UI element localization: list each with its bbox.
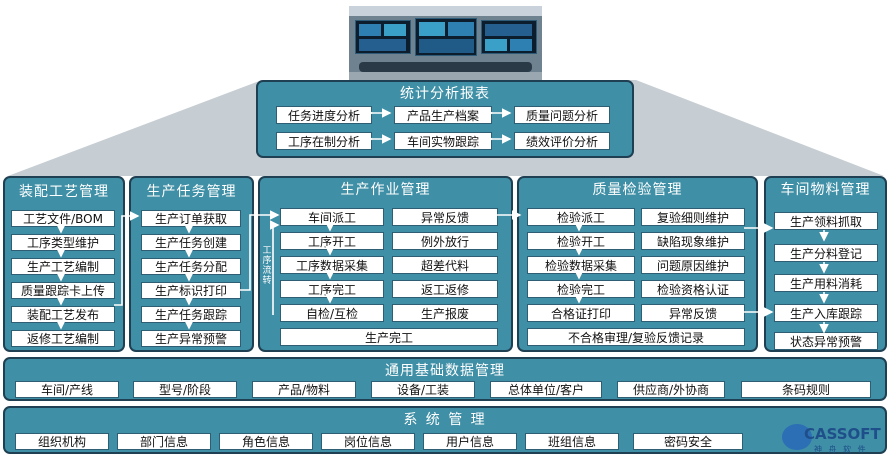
stats-item-material-tracking[interactable]: 车间实物跟踪 (394, 132, 492, 150)
task-item-order-fetch[interactable]: 生产订单获取 (141, 210, 241, 227)
op-left-dispatch[interactable]: 车间派工 (280, 208, 384, 226)
monitor-center (415, 18, 477, 56)
system-item-team[interactable]: 班组信息 (525, 433, 619, 450)
system-item-org[interactable]: 组织机构 (15, 433, 109, 450)
monitor-left (355, 20, 411, 54)
qc-bottom-nonconform[interactable]: 不合格审理/复验反馈记录 (527, 328, 745, 346)
control-desk (359, 62, 532, 72)
op-right-exception[interactable]: 异常反馈 (392, 208, 498, 226)
quality-panel: 质量检验管理 检验派工 检验开工 检验数据采集 检验完工 合格证打印 复验细则维… (517, 176, 758, 352)
logo-mark-icon (782, 424, 812, 450)
op-left-finish[interactable]: 工序完工 (280, 280, 384, 298)
room-floor (349, 72, 542, 80)
arrow-task-to-operation (240, 210, 280, 291)
logo-subtitle: 神 舟 软 件 (814, 445, 868, 454)
material-item-pick[interactable]: 生产领料抓取 (774, 212, 878, 230)
op-bottom-complete[interactable]: 生产完工 (280, 328, 498, 346)
operation-panel-title: 生产作业管理 (340, 182, 431, 198)
stats-item-wip-analysis[interactable]: 工序在制分析 (276, 132, 372, 150)
monitor-right (481, 20, 537, 54)
operation-panel: 生产作业管理 工序流转 车间派工 工序开工 工序数据采集 工序完工 自检/互检 … (258, 176, 513, 352)
base-item-equipment[interactable]: 设备/工装 (371, 381, 475, 398)
material-item-alert[interactable]: 状态异常预警 (774, 332, 878, 350)
assembly-panel-title: 装配工艺管理 (19, 184, 109, 200)
qc-right-qualification[interactable]: 检验资格认证 (641, 280, 745, 298)
system-item-dept[interactable]: 部门信息 (117, 433, 211, 450)
system-panel-title: 系 统 管 理 (403, 412, 487, 428)
stats-item-product-archive[interactable]: 产品生产档案 (394, 106, 492, 124)
task-item-tracking[interactable]: 生产任务跟踪 (141, 306, 241, 323)
task-item-label-print[interactable]: 生产标识打印 (141, 282, 241, 299)
op-right-rework[interactable]: 返工返修 (392, 280, 498, 298)
stats-panel: 统计分析报表 任务进度分析 产品生产档案 质量问题分析 工序在制分析 车间实物跟… (256, 80, 634, 158)
base-data-panel-title: 通用基础数据管理 (385, 363, 505, 379)
assembly-item-op-type[interactable]: 工序类型维护 (11, 234, 115, 251)
system-item-password[interactable]: 密码安全 (633, 433, 743, 450)
qc-left-cert-print[interactable]: 合格证打印 (527, 304, 635, 322)
logo-name: CASSOFT (804, 425, 881, 443)
stats-item-task-progress[interactable]: 任务进度分析 (276, 106, 372, 124)
task-panel-title: 生产任务管理 (146, 184, 237, 200)
stats-item-performance[interactable]: 绩效评价分析 (514, 132, 610, 150)
base-data-panel: 通用基础数据管理 车间/产线 型号/阶段 产品/物料 设备/工装 总体单位/客户… (3, 357, 887, 401)
qc-right-defect[interactable]: 缺陷现象维护 (641, 232, 745, 250)
qc-left-start[interactable]: 检验开工 (527, 232, 635, 250)
qc-right-recheck-rules[interactable]: 复验细则维护 (641, 208, 745, 226)
system-panel: 系 统 管 理 组织机构 部门信息 角色信息 岗位信息 用户信息 班组信息 密码… (3, 406, 887, 454)
base-item-workshop[interactable]: 车间/产线 (15, 381, 119, 398)
system-item-user[interactable]: 用户信息 (423, 433, 517, 450)
op-right-release[interactable]: 例外放行 (392, 232, 498, 250)
arrow-assembly-to-task (114, 211, 140, 306)
material-item-consume[interactable]: 生产用料消耗 (774, 274, 878, 292)
assembly-item-quality-card[interactable]: 质量跟踪卡上传 (11, 282, 115, 299)
task-item-alert[interactable]: 生产异常预警 (141, 330, 241, 347)
arrow-op-side-loop (270, 220, 280, 315)
op-left-start[interactable]: 工序开工 (280, 232, 384, 250)
material-item-distribute[interactable]: 生产分料登记 (774, 244, 878, 262)
room-ceiling (349, 6, 542, 16)
op-right-scrap[interactable]: 生产报废 (392, 304, 498, 322)
base-item-barcode[interactable]: 条码规则 (741, 381, 871, 398)
operation-flow-label: 工序流转 (262, 246, 272, 286)
task-item-create[interactable]: 生产任务创建 (141, 234, 241, 251)
control-room-image (349, 6, 542, 80)
base-item-customer[interactable]: 总体单位/客户 (490, 381, 602, 398)
material-item-warehouse[interactable]: 生产入库跟踪 (774, 304, 878, 322)
material-panel-title: 车间物料管理 (780, 182, 871, 198)
quality-panel-title: 质量检验管理 (592, 182, 683, 198)
assembly-item-process-compile[interactable]: 生产工艺编制 (11, 258, 115, 275)
qc-right-cause[interactable]: 问题原因维护 (641, 256, 745, 274)
qc-left-dispatch[interactable]: 检验派工 (527, 208, 635, 226)
op-left-self-check[interactable]: 自检/互检 (280, 304, 384, 322)
op-right-substitute[interactable]: 超差代料 (392, 256, 498, 274)
qc-right-exception[interactable]: 异常反馈 (641, 304, 745, 322)
company-logo: CASSOFT 神 舟 软 件 (780, 422, 888, 456)
op-left-data-collect[interactable]: 工序数据采集 (280, 256, 384, 274)
system-item-post[interactable]: 岗位信息 (321, 433, 415, 450)
base-item-model[interactable]: 型号/阶段 (133, 381, 237, 398)
stats-item-quality-issue[interactable]: 质量问题分析 (514, 106, 610, 124)
base-item-supplier[interactable]: 供应商/外协商 (617, 381, 725, 398)
system-item-role[interactable]: 角色信息 (219, 433, 313, 450)
stats-panel-title: 统计分析报表 (400, 86, 490, 102)
assembly-item-process-doc[interactable]: 工艺文件/BOM (11, 210, 115, 227)
assembly-item-rework[interactable]: 返修工艺编制 (11, 330, 115, 347)
base-item-product[interactable]: 产品/物料 (252, 381, 356, 398)
